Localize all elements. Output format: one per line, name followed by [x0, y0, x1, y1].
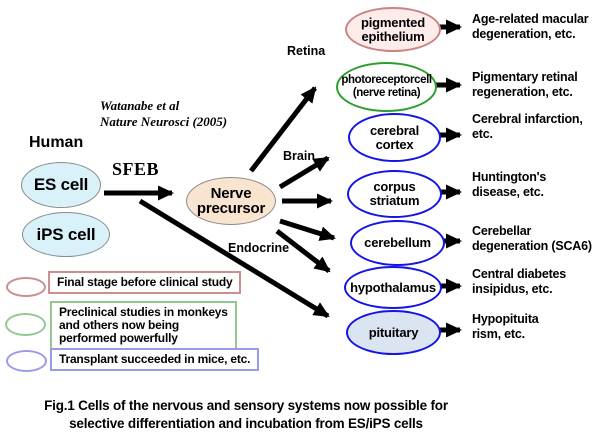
node-label: Nerve precursor	[196, 185, 266, 217]
figure-caption: Fig.1 Cells of the nervous and sensory s…	[44, 398, 448, 431]
arrow-nerve-to-photoreceptor	[249, 86, 317, 173]
node-hypothalamus: hypothalamus	[344, 266, 442, 309]
disease-label: Hypopituita rism, etc.	[472, 312, 539, 341]
retina-branch-label: Retina	[287, 44, 326, 58]
node-cerebral-cortex: cerebral cortex	[348, 113, 441, 162]
node-corpus-striatum: corpus striatum	[347, 170, 442, 218]
arrow-nerve-to-hypothalamus	[275, 229, 331, 273]
node-cerebellum: cerebellum	[350, 220, 445, 266]
legend-box-preclinical: Preclinical studies in monkeys and other…	[50, 301, 237, 350]
arrow-es-to-pituitary	[138, 198, 330, 319]
disease-label: Age-related macular degeneration, etc.	[472, 12, 589, 41]
disease-label: Huntington's disease, etc.	[472, 170, 547, 199]
legend-box-transplant: Transplant succeeded in mice, etc.	[50, 348, 260, 371]
node-label: pigmented epithelium	[361, 14, 425, 44]
endocrine-branch-label: Endocrine	[228, 241, 290, 255]
node-nerve-precursor: Nerve precursor	[186, 177, 276, 225]
disease-label: Central diabetes insipidus, etc.	[472, 267, 567, 296]
node-label: iPS cell	[36, 224, 96, 244]
disease-label: Cerebral infarction, etc.	[472, 112, 583, 141]
node-pigmented-epithelium: pigmented epithelium	[345, 7, 441, 52]
node-label: pituitary	[368, 324, 419, 340]
credit-text: Watanabe et al Nature Neurosci (2005)	[100, 98, 228, 129]
disease-label: Pigmentary retinal regeneration, etc.	[472, 70, 578, 99]
node-photoreceptor-cell: photoreceptorcell (nerve retina)	[336, 62, 437, 112]
node-pituitary: pituitary	[346, 310, 441, 355]
legend-box-final-stage: Final stage before clinical study	[48, 271, 242, 294]
legend-swatch-transplant	[6, 350, 47, 372]
arrow-nerve-to-cerebellum	[279, 218, 336, 241]
legend-swatch-preclinical	[5, 313, 46, 336]
node-es-cell: ES cell	[21, 162, 101, 208]
legend-swatch-final-stage	[6, 277, 46, 297]
sfeb-label: SFEB	[112, 159, 160, 179]
node-label: hypothalamus	[350, 279, 436, 295]
node-label: corpus striatum	[369, 179, 420, 208]
arrow-nerve-to-cerebral-cortex	[278, 155, 330, 190]
human-label: Human	[29, 134, 84, 151]
node-label: cerebellum	[364, 235, 431, 250]
node-label: photoreceptorcell (nerve retina)	[341, 74, 432, 99]
node-label: ES cell	[33, 175, 89, 194]
node-ips-cell: iPS cell	[22, 212, 110, 257]
node-label: cerebral cortex	[370, 122, 419, 152]
disease-label: Cerebellar degeneration (SCA6)	[472, 224, 592, 253]
brain-branch-label: Brain	[283, 149, 315, 163]
